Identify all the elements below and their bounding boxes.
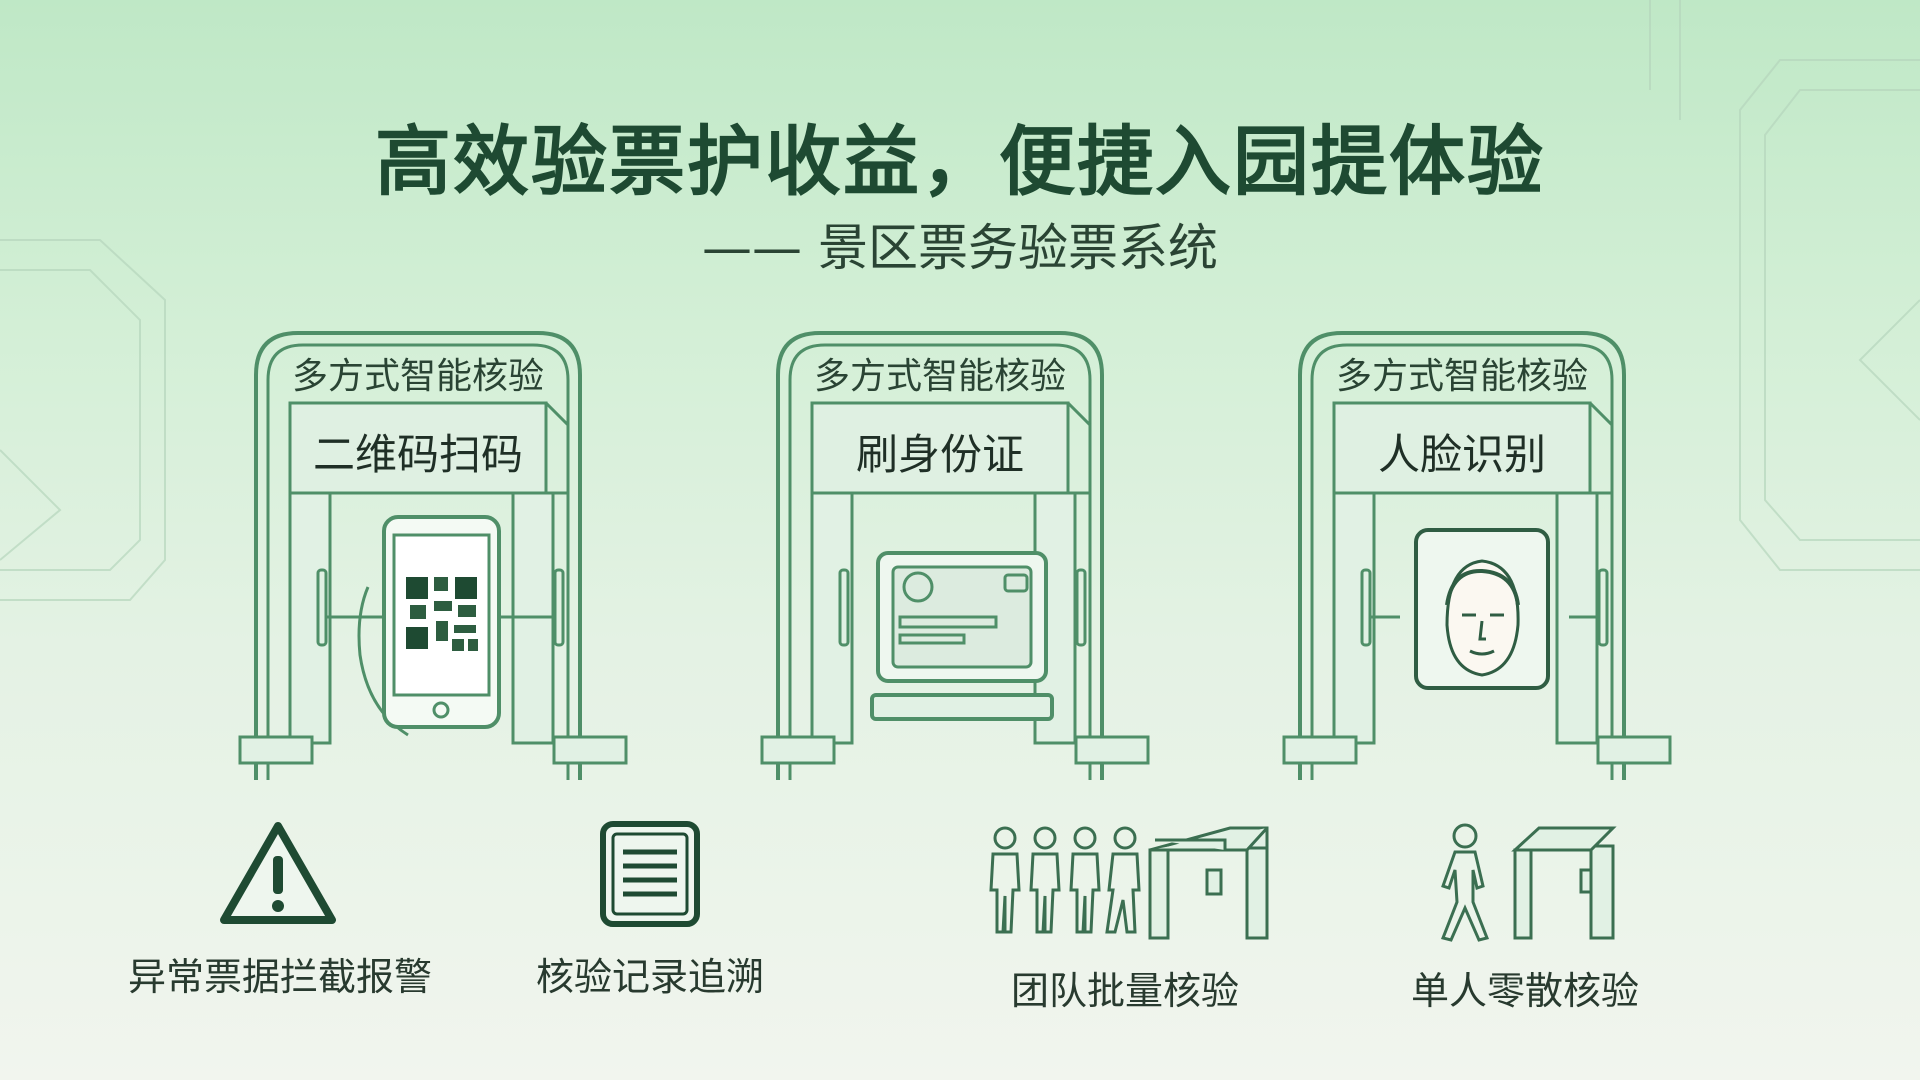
feature-label: 异常票据拦截报警 — [128, 955, 433, 999]
id-card-reader-icon — [870, 551, 1054, 721]
gate-caption: 多方式智能核验 — [1335, 356, 1588, 397]
feature-label: 团队批量核验 — [1010, 969, 1239, 1013]
gate-caption: 多方式智能核验 — [813, 356, 1066, 397]
feature-label: 单人零散核验 — [1410, 969, 1639, 1013]
gate-id-card: 多方式智能核验 刷身份证 — [760, 325, 1160, 780]
feature-single-check: 单人零散核验 — [1400, 820, 1650, 1015]
page-title: 高效验票护收益，便捷入园提体验 — [375, 117, 1545, 206]
group-gate-icon — [989, 826, 1269, 940]
feature-record-trace: 核验记录追溯 — [500, 820, 800, 1001]
gate-method-label: 二维码扫码 — [312, 430, 523, 479]
feature-group-check: 团队批量核验 — [950, 820, 1300, 1015]
gate-qr-code: 多方式智能核验 二维码扫码 — [238, 325, 638, 780]
qr-phone-icon — [357, 515, 501, 737]
single-walker-gate-icon — [1440, 823, 1617, 942]
gate-method-label: 刷身份证 — [855, 430, 1024, 479]
page-subtitle: —— 景区票务验票系统 — [702, 219, 1218, 277]
gate-face-recognition: 多方式智能核验 人脸识别 — [1282, 325, 1682, 780]
gate-method-label: 人脸识别 — [1377, 430, 1546, 479]
gate-caption: 多方式智能核验 — [291, 356, 544, 397]
document-list-icon — [600, 821, 700, 927]
face-scan-icon — [1414, 528, 1550, 690]
warning-icon — [220, 822, 336, 924]
feature-alarm: 异常票据拦截报警 — [128, 820, 433, 1001]
feature-label: 核验记录追溯 — [535, 955, 764, 999]
